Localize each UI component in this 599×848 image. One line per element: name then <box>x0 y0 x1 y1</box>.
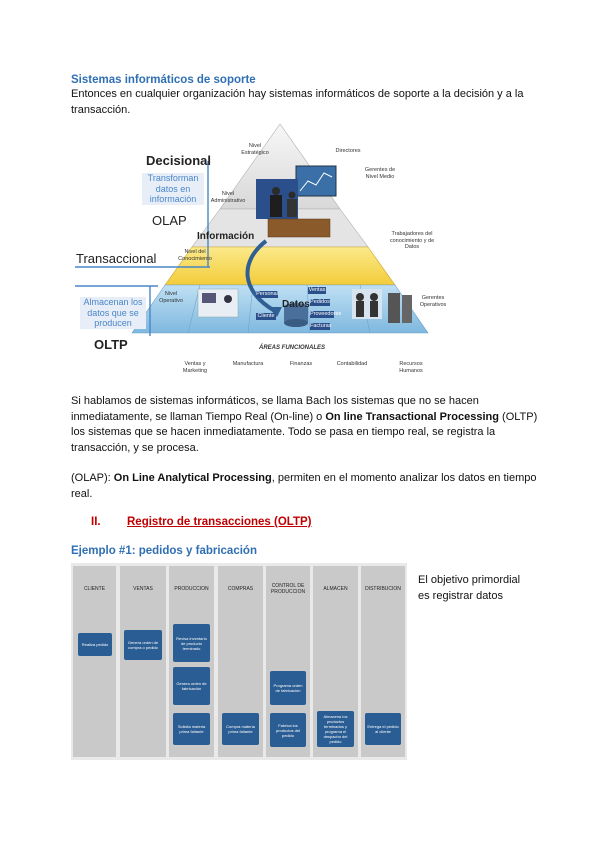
olap-line-1c: , permiten en el momento analizar los da… <box>271 472 537 484</box>
section-heading-sistemas: Sistemas informáticos de soporte <box>71 74 256 86</box>
side-note: El objetivo primordial es registrar dato… <box>418 573 538 604</box>
intro-line-2: transacción. <box>71 103 131 116</box>
oltp-paragraph: Si hablamos de sistemas informáticos, se… <box>71 394 541 456</box>
note-transforman-line1: Transforman <box>147 173 199 183</box>
oltp-line-2c: (OLTP) <box>498 410 538 423</box>
olap-line-2: real. <box>71 487 93 500</box>
pyramid-figure: Decisional Transforman datos en informac… <box>70 121 455 381</box>
label-directores: Directores <box>335 148 361 154</box>
lane-control-header: CONTROL DE PRODUCCION <box>270 583 306 595</box>
oltp-line-4: transacción, y se procesa. <box>71 441 199 454</box>
lane-ventas-header: VENTAS <box>133 586 153 592</box>
area-ventas: Ventas y Marketing <box>182 361 208 374</box>
label-datos: Datos <box>282 299 310 310</box>
label-trabajadores: Trabajadores del conocimiento y de Datos <box>389 231 435 250</box>
box-revisa-inventario: Revisa inventario de producto terminado <box>173 624 210 662</box>
lane-cliente-header: CLIENTE <box>83 586 106 592</box>
label-nivel-conocimiento: Nivel del Conocimiento <box>178 249 212 262</box>
note-almacenan: Almacenan los datos que se producen <box>80 297 146 329</box>
olap-line-1b: On Line Analytical Processing <box>113 472 272 484</box>
label-oltp: OLTP <box>94 337 128 352</box>
note-transforman-line2: datos en <box>155 183 191 194</box>
lane-cliente: CLIENTE <box>73 566 116 757</box>
note-almacenan-line3: producen <box>94 318 132 328</box>
oltp-line-2a: inmediatamente, se llaman Tiempo Real (O… <box>71 410 326 423</box>
olap-line-1a: (OLAP): <box>71 472 114 484</box>
olap-paragraph: (OLAP): On Line Analytical Processing, p… <box>71 471 541 502</box>
box-solicita-materia: Solicita materia prima faltante <box>173 713 210 745</box>
area-contabilidad: Contabilidad <box>336 361 368 367</box>
label-nivel-administrativo: Nivel Administrativo <box>210 191 246 204</box>
folder-facturas: Facturas <box>310 323 332 330</box>
box-genera-orden-fabricacion: Genera orden de fabricación <box>173 667 210 705</box>
oltp-line-1: Si hablamos de sistemas informáticos, se… <box>71 395 479 407</box>
area-rrhh: Recursos Humanos <box>399 361 423 374</box>
oltp-line-2b: On line Transactional Processing <box>325 410 499 423</box>
oltp-line-2: inmediatamente, se llaman Tiempo Real (O… <box>71 410 541 426</box>
folder-personal: Personal <box>256 291 278 298</box>
box-compra-materia: Compra materia prima faltante <box>222 713 259 745</box>
box-genera-orden-compra: Genera orden de compra o pedido <box>124 630 162 660</box>
pyramid-graphic <box>75 123 429 336</box>
label-areas-funcionales: ÁREAS FUNCIONALES <box>258 345 325 351</box>
section-title-text: Registro de transacciones (OLTP) <box>127 516 312 528</box>
lane-compras-header: COMPRAS <box>227 586 254 592</box>
note-transforman: Transforman datos en información <box>142 173 204 205</box>
label-transaccional: Transaccional <box>76 251 157 266</box>
box-programa-orden: Programa orden de fabricación <box>270 671 306 705</box>
note-almacenan-line2: datos que se <box>87 307 139 318</box>
folder-ventas: Ventas <box>308 287 326 294</box>
label-gerentes-operativos: Gerentes Operativos <box>419 295 447 308</box>
lane-distribucion-header: DISTRIBUCION <box>365 586 401 592</box>
olap-line-1: (OLAP): On Line Analytical Processing, p… <box>71 471 541 487</box>
folder-cliente: Cliente <box>256 313 276 320</box>
lane-produccion-header: PRODUCCION <box>174 586 209 592</box>
label-gerentes-nivel-medio: Gerentes de Nivel Medio <box>364 167 396 180</box>
intro-paragraph: Entonces en cualquier organización hay s… <box>71 87 541 118</box>
folder-proveedores: Proveedores <box>310 311 342 318</box>
box-realiza-pedido: Realiza pedido <box>78 633 112 656</box>
numeral-ii: II. <box>91 516 101 528</box>
folder-pedidos: Pedidos <box>310 299 330 306</box>
example-heading: Ejemplo #1: pedidos y fabricación <box>71 545 257 557</box>
box-almacena-productos: Almacena los productos terminados y prog… <box>317 711 354 747</box>
lane-ventas: VENTAS <box>120 566 166 757</box>
box-fabrica-productos: Fabrica los productos del pedido <box>270 713 306 747</box>
label-informacion: Información <box>197 231 255 242</box>
area-finanzas: Finanzas <box>289 361 313 367</box>
side-note-line-2: es registrar datos <box>418 589 503 602</box>
oltp-line-3: los sistemas que se hacen inmediatamente… <box>71 426 496 438</box>
note-transforman-line3: información <box>149 194 197 204</box>
label-olap: OLAP <box>152 213 187 228</box>
side-note-line-1: El objetivo primordial <box>418 574 521 586</box>
note-almacenan-line1: Almacenan los <box>83 297 143 307</box>
label-nivel-estrategico: Nivel Estratégico <box>241 143 269 156</box>
lane-almacen-header: ALMACEN <box>323 586 348 592</box>
label-nivel-operativo: Nivel Operativo <box>159 291 183 304</box>
area-manufactura: Manufactura <box>232 361 264 367</box>
label-decisional: Decisional <box>146 153 212 168</box>
intro-line-1: Entonces en cualquier organización hay s… <box>71 88 524 100</box>
section-title-oltp: Registro de transacciones (OLTP) <box>127 516 311 528</box>
box-entrega-pedido: Entrega el pedido al cliente <box>365 713 401 745</box>
